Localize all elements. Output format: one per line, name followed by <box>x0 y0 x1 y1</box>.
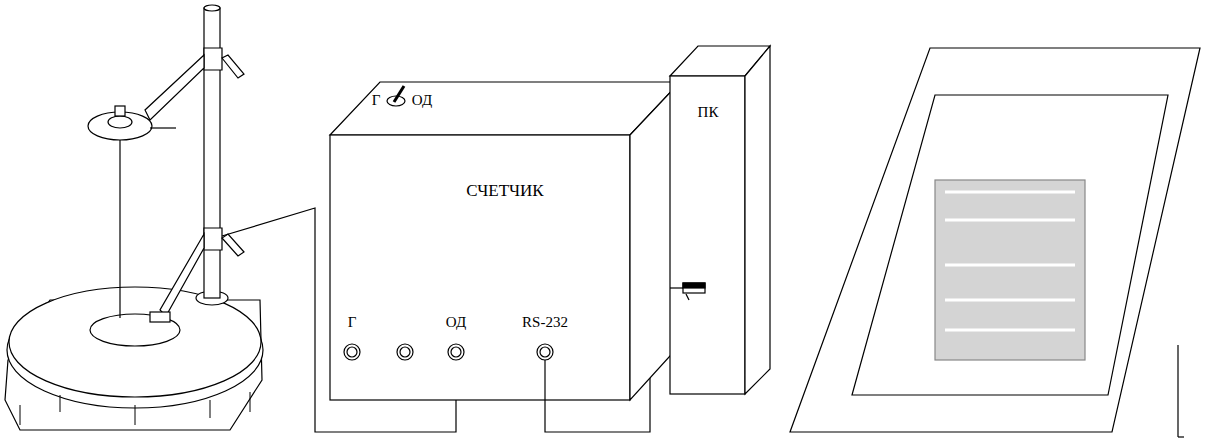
suspension-wire <box>119 140 120 318</box>
screenshot <box>935 180 1085 360</box>
label-text: RS-232 <box>522 315 568 330</box>
outline <box>330 80 682 402</box>
label-text: Г <box>348 315 357 330</box>
label-text: ПК <box>698 105 719 120</box>
monitor-frame <box>790 48 1200 432</box>
monitor-stand <box>1177 345 1178 437</box>
upper-arm <box>145 55 204 120</box>
label-text: ОД <box>412 93 432 108</box>
outline <box>670 44 772 396</box>
label-text: ОД <box>446 315 466 330</box>
monitor-screen <box>852 95 1168 395</box>
label-text: СЧЕТЧИК <box>466 182 543 199</box>
counter-box: Г ОД СЧЕТЧИК Г ОД RS-232 <box>330 80 682 402</box>
pc-box: ПК <box>670 44 772 396</box>
lower-arm <box>160 234 204 316</box>
sensor <box>150 312 170 322</box>
label-text: Г <box>372 93 381 108</box>
